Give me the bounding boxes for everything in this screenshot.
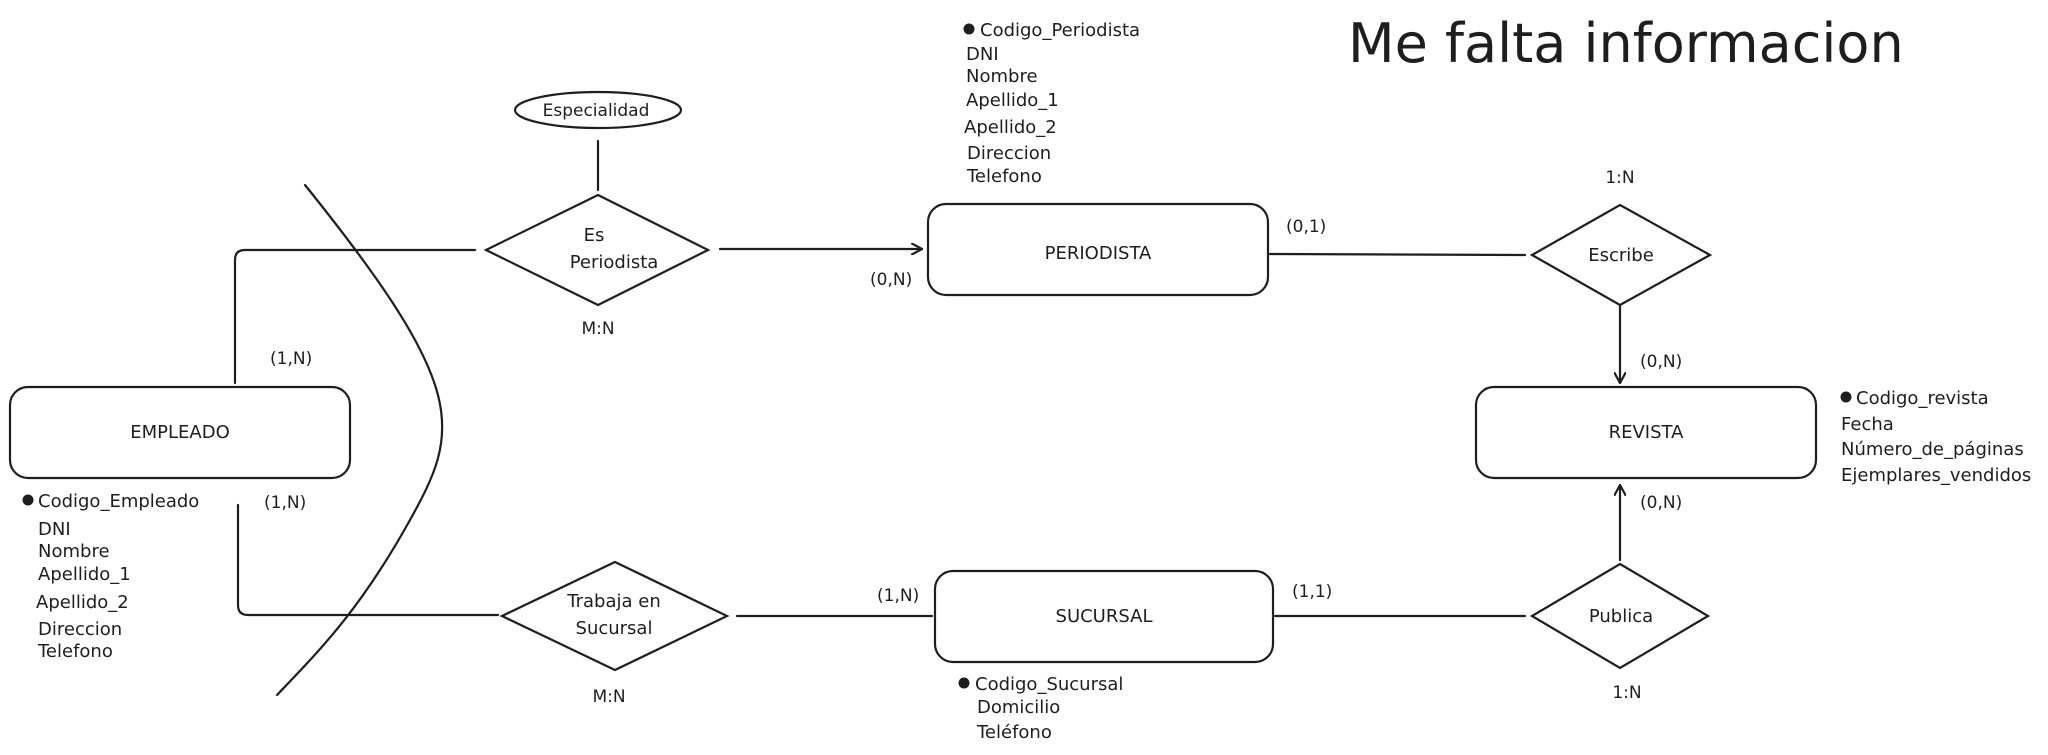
attr-revista: Fecha <box>1841 414 1894 435</box>
attr-periodista: Direccion <box>967 143 1051 164</box>
diagram-title: Me falta informacion <box>1348 12 1904 75</box>
relationship-es-periodista[interactable]: Es Periodista <box>483 193 711 307</box>
relationship-trabaja-line1: Trabaja en <box>566 591 660 612</box>
ratio-trabaja: M:N <box>592 687 625 707</box>
attr-revista-key: Codigo_revista <box>1856 388 1989 409</box>
attributes-periodista: Codigo_Periodista DNI Nombre Apellido_1 … <box>963 20 1140 187</box>
cardinality-empleado-top: (1,N) <box>270 349 312 369</box>
primary-key-bullet <box>22 494 34 506</box>
cardinality-revista-top: (0,N) <box>1640 352 1682 372</box>
ratio-escribe: 1:N <box>1605 168 1634 188</box>
attr-periodista-key: Codigo_Periodista <box>980 20 1140 41</box>
ratio-es-periodista: M:N <box>581 319 614 339</box>
relationship-trabaja-line2: Sucursal <box>576 618 653 639</box>
attributes-empleado: Codigo_Empleado DNI Nombre Apellido_1 Ap… <box>22 491 199 662</box>
primary-key-bullet <box>1840 391 1852 403</box>
entity-periodista[interactable]: PERIODISTA <box>926 202 1270 297</box>
primary-key-bullet <box>963 23 975 35</box>
cardinality-sucursal-right: (1,1) <box>1292 582 1332 602</box>
attribute-especialidad[interactable]: Especialidad <box>513 90 683 130</box>
relationship-publica[interactable]: Publica <box>1529 562 1711 670</box>
attr-periodista: Apellido_1 <box>966 90 1059 111</box>
attr-empleado: Direccion <box>38 619 122 640</box>
entity-empleado-label: EMPLEADO <box>130 422 230 443</box>
relationship-es-periodista-line2: Periodista <box>570 252 659 273</box>
attr-revista: Número_de_páginas <box>1841 439 2024 460</box>
attr-periodista: Telefono <box>966 166 1042 187</box>
cardinality-sucursal-left: (1,N) <box>877 586 919 606</box>
attr-empleado: Nombre <box>38 541 110 562</box>
attribute-especialidad-label: Especialidad <box>543 101 650 121</box>
entity-revista-label: REVISTA <box>1609 422 1685 443</box>
relationship-escribe[interactable]: Escribe <box>1529 203 1713 307</box>
divider-curve <box>275 183 444 697</box>
relationship-trabaja-en-sucursal[interactable]: Trabaja en Sucursal <box>499 560 730 672</box>
line-periodista-escribe <box>1268 252 1527 257</box>
entity-sucursal-label: SUCURSAL <box>1056 606 1153 627</box>
attr-periodista: DNI <box>966 44 999 65</box>
relationship-escribe-label: Escribe <box>1588 245 1654 266</box>
entity-sucursal[interactable]: SUCURSAL <box>933 569 1275 664</box>
cardinality-empleado-bottom: (1,N) <box>264 493 306 513</box>
attributes-sucursal: Codigo_Sucursal Domicilio Teléfono <box>958 674 1123 743</box>
relationship-publica-label: Publica <box>1589 606 1653 627</box>
entity-periodista-label: PERIODISTA <box>1045 243 1152 264</box>
cardinality-periodista-left: (0,N) <box>870 270 912 290</box>
cardinality-periodista-right: (0,1) <box>1286 217 1326 237</box>
attr-periodista: Apellido_2 <box>964 117 1057 138</box>
line-empleado-es-periodista <box>233 248 477 385</box>
attr-empleado: DNI <box>38 519 71 540</box>
relationship-es-periodista-line1: Es <box>584 225 605 246</box>
attr-empleado: Telefono <box>37 641 113 662</box>
attributes-revista: Codigo_revista Fecha Número_de_páginas E… <box>1840 388 2031 486</box>
attr-periodista: Nombre <box>966 66 1038 87</box>
cardinality-revista-bottom: (0,N) <box>1640 493 1682 513</box>
primary-key-bullet <box>958 677 970 689</box>
line-empleado-trabaja <box>236 503 500 617</box>
entity-revista[interactable]: REVISTA <box>1474 385 1818 480</box>
attr-sucursal: Domicilio <box>977 697 1060 718</box>
attr-empleado-key: Codigo_Empleado <box>38 491 199 512</box>
attr-sucursal: Teléfono <box>976 722 1052 743</box>
ratio-publica: 1:N <box>1612 683 1641 703</box>
attr-revista: Ejemplares_vendidos <box>1841 465 2031 486</box>
attr-empleado: Apellido_2 <box>36 592 129 613</box>
entity-empleado[interactable]: EMPLEADO <box>8 385 352 480</box>
attr-sucursal-key: Codigo_Sucursal <box>975 674 1123 695</box>
attr-empleado: Apellido_1 <box>38 564 131 585</box>
